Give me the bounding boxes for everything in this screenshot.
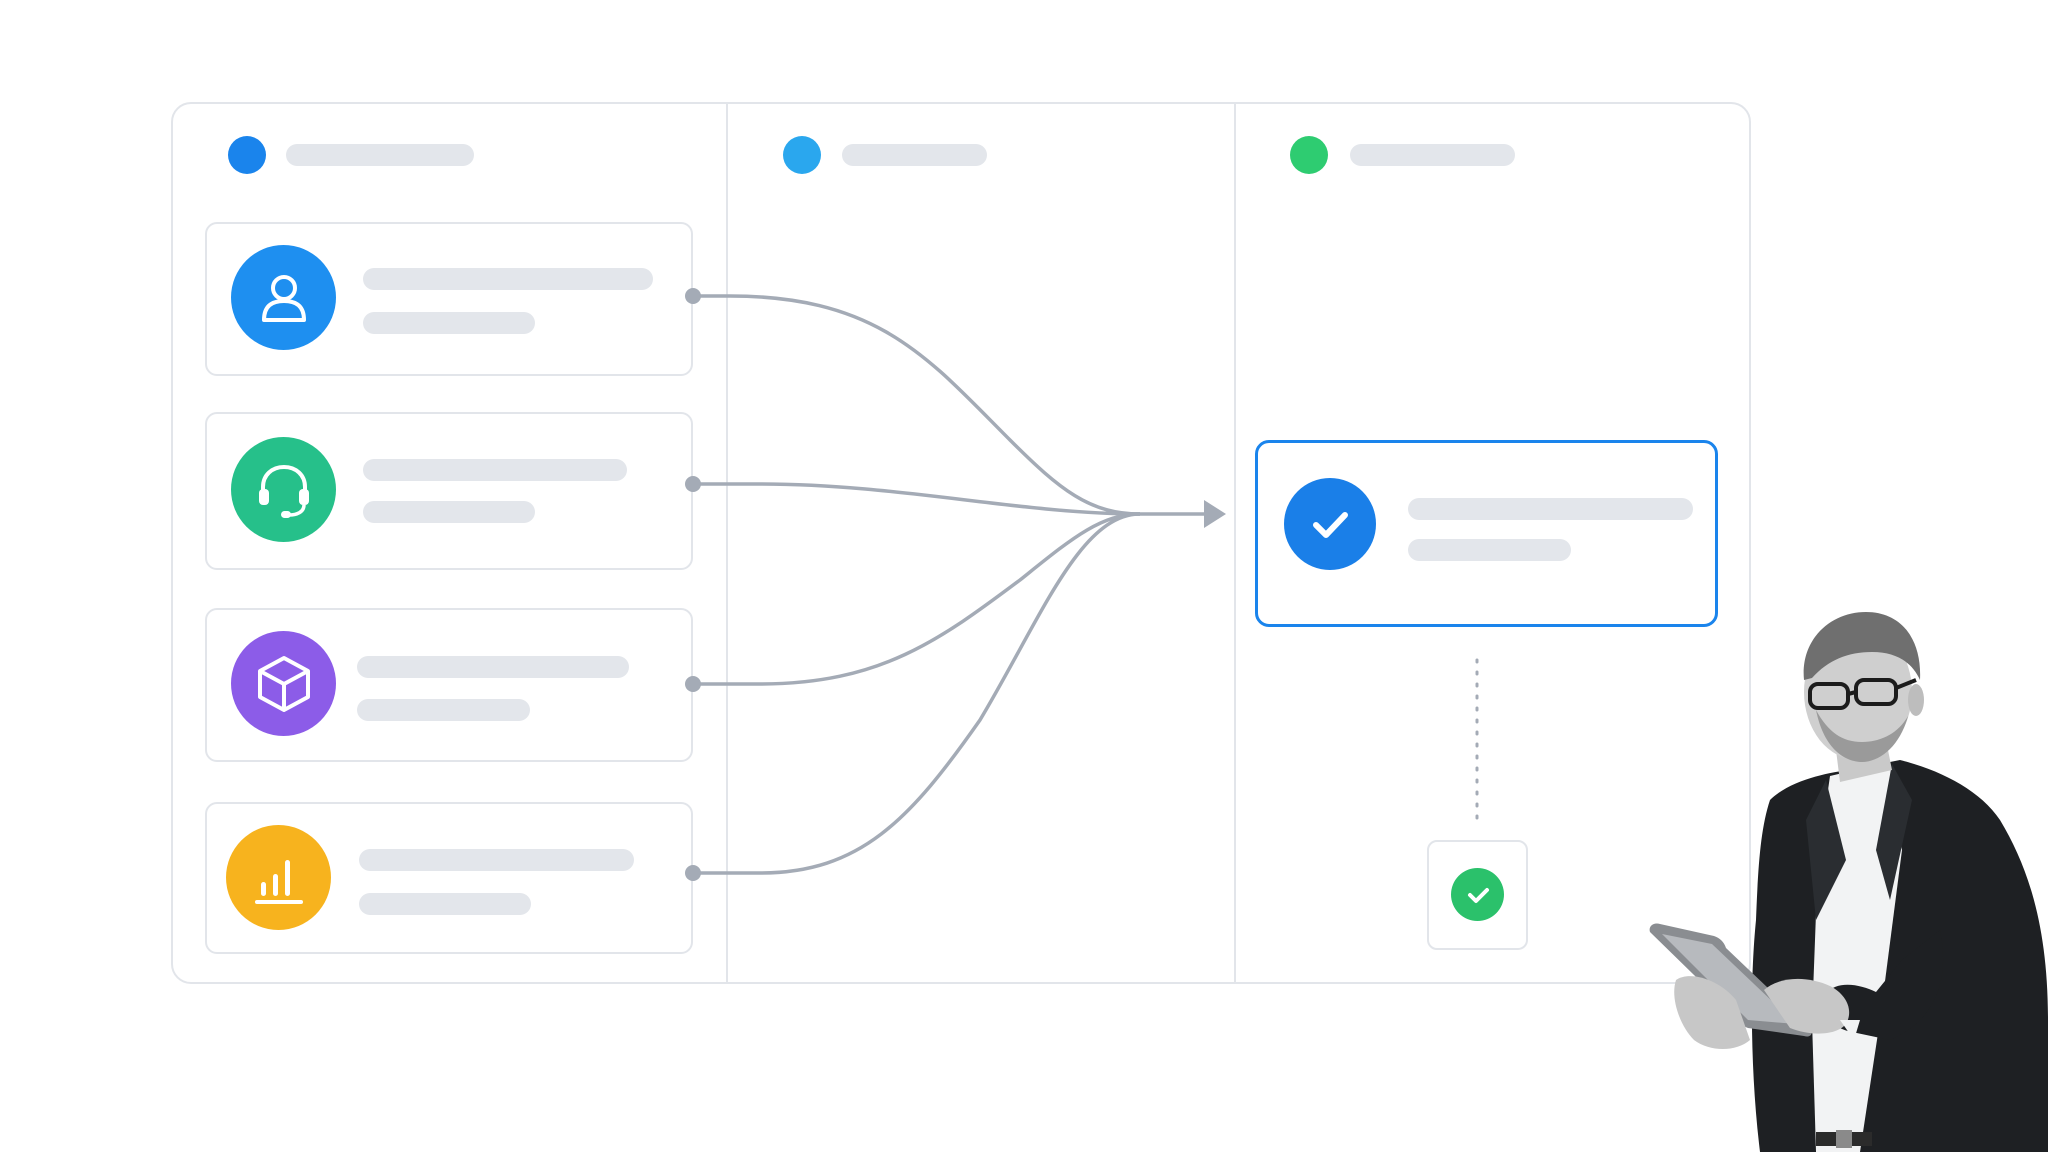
check-icon bbox=[1284, 478, 1376, 570]
target-card-title-placeholder bbox=[1408, 498, 1693, 520]
arrow-head bbox=[1204, 500, 1226, 528]
connector-line bbox=[693, 514, 1140, 873]
connector-anchor bbox=[685, 476, 701, 492]
person-with-tablet-photo bbox=[1640, 600, 2048, 1152]
connector-line bbox=[693, 484, 1140, 514]
connector-line bbox=[693, 296, 1140, 514]
connector-line bbox=[693, 514, 1140, 684]
connector-anchor bbox=[685, 865, 701, 881]
connector-anchor bbox=[685, 288, 701, 304]
connector-anchor bbox=[685, 676, 701, 692]
target-card-subtitle-placeholder bbox=[1408, 539, 1571, 561]
check-icon bbox=[1451, 868, 1504, 921]
